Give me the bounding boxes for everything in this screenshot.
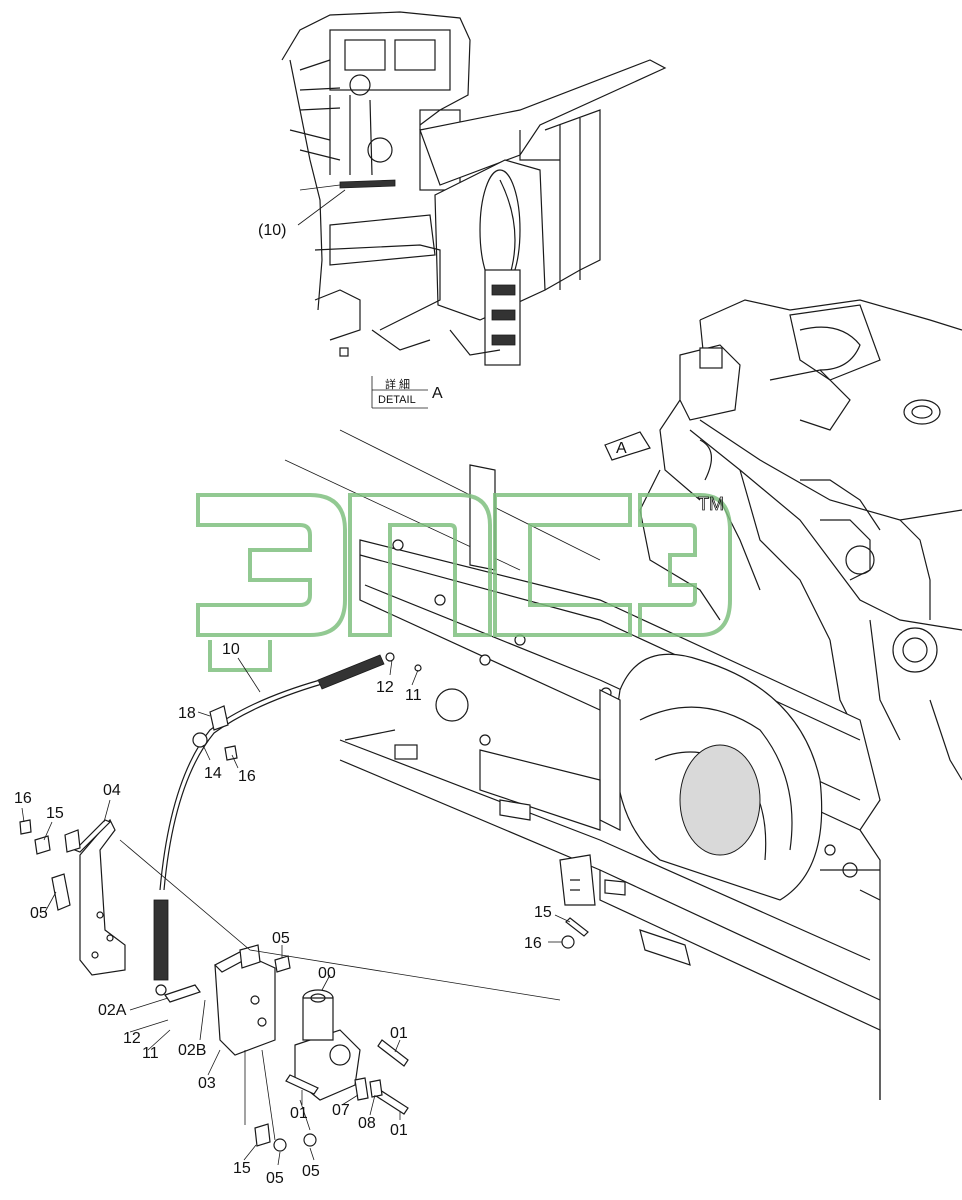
detail-word: DETAIL [378,394,416,406]
callout-14: 14 [204,765,222,782]
callout-05: 05 [272,930,290,947]
detail-letter: A [432,385,443,402]
frame-rails [284,429,881,1100]
callout-15: 15 [46,805,64,822]
callout-02a: 02A [98,1002,127,1019]
callout-01: 01 [390,1025,408,1042]
callout-07: 07 [332,1102,350,1119]
callout-12: 12 [376,679,394,696]
callout-15: 15 [233,1160,251,1177]
detail-kanji: 詳 細 [385,377,410,391]
callout-02b: 02B [178,1042,206,1059]
callout-01: 01 [390,1122,408,1139]
callout-12: 12 [123,1030,141,1047]
watermark-logo [196,493,732,672]
watermark-tm: TM [698,494,724,514]
callout-08: 08 [358,1115,376,1132]
callout-18: 18 [178,705,196,722]
view-marker-a [604,431,651,461]
valve-assembly [119,839,589,1152]
callout-10: 10 [222,641,240,658]
callout-00: 00 [318,965,336,982]
callout-15: 15 [534,904,552,921]
callout-01: 01 [290,1105,308,1122]
view-marker-letter: A [616,440,627,457]
control-cable [153,652,422,996]
callout-16: 16 [238,768,256,785]
bracket-04 [19,818,126,976]
callout-03: 03 [198,1075,216,1092]
callout-16: 16 [524,935,542,952]
detail-callout-10: (10) [258,222,286,239]
callout-11: 11 [405,687,422,704]
engine-assembly [639,299,962,781]
callout-16: 16 [14,790,32,807]
callout-11: 11 [142,1045,159,1062]
callout-05: 05 [266,1170,284,1187]
callout-05: 05 [30,905,48,922]
callout-04: 04 [103,782,121,799]
detail-a-view [281,11,667,366]
leader-lines [21,657,571,1166]
callout-05: 05 [302,1163,320,1180]
detail-a-caption [371,376,428,409]
